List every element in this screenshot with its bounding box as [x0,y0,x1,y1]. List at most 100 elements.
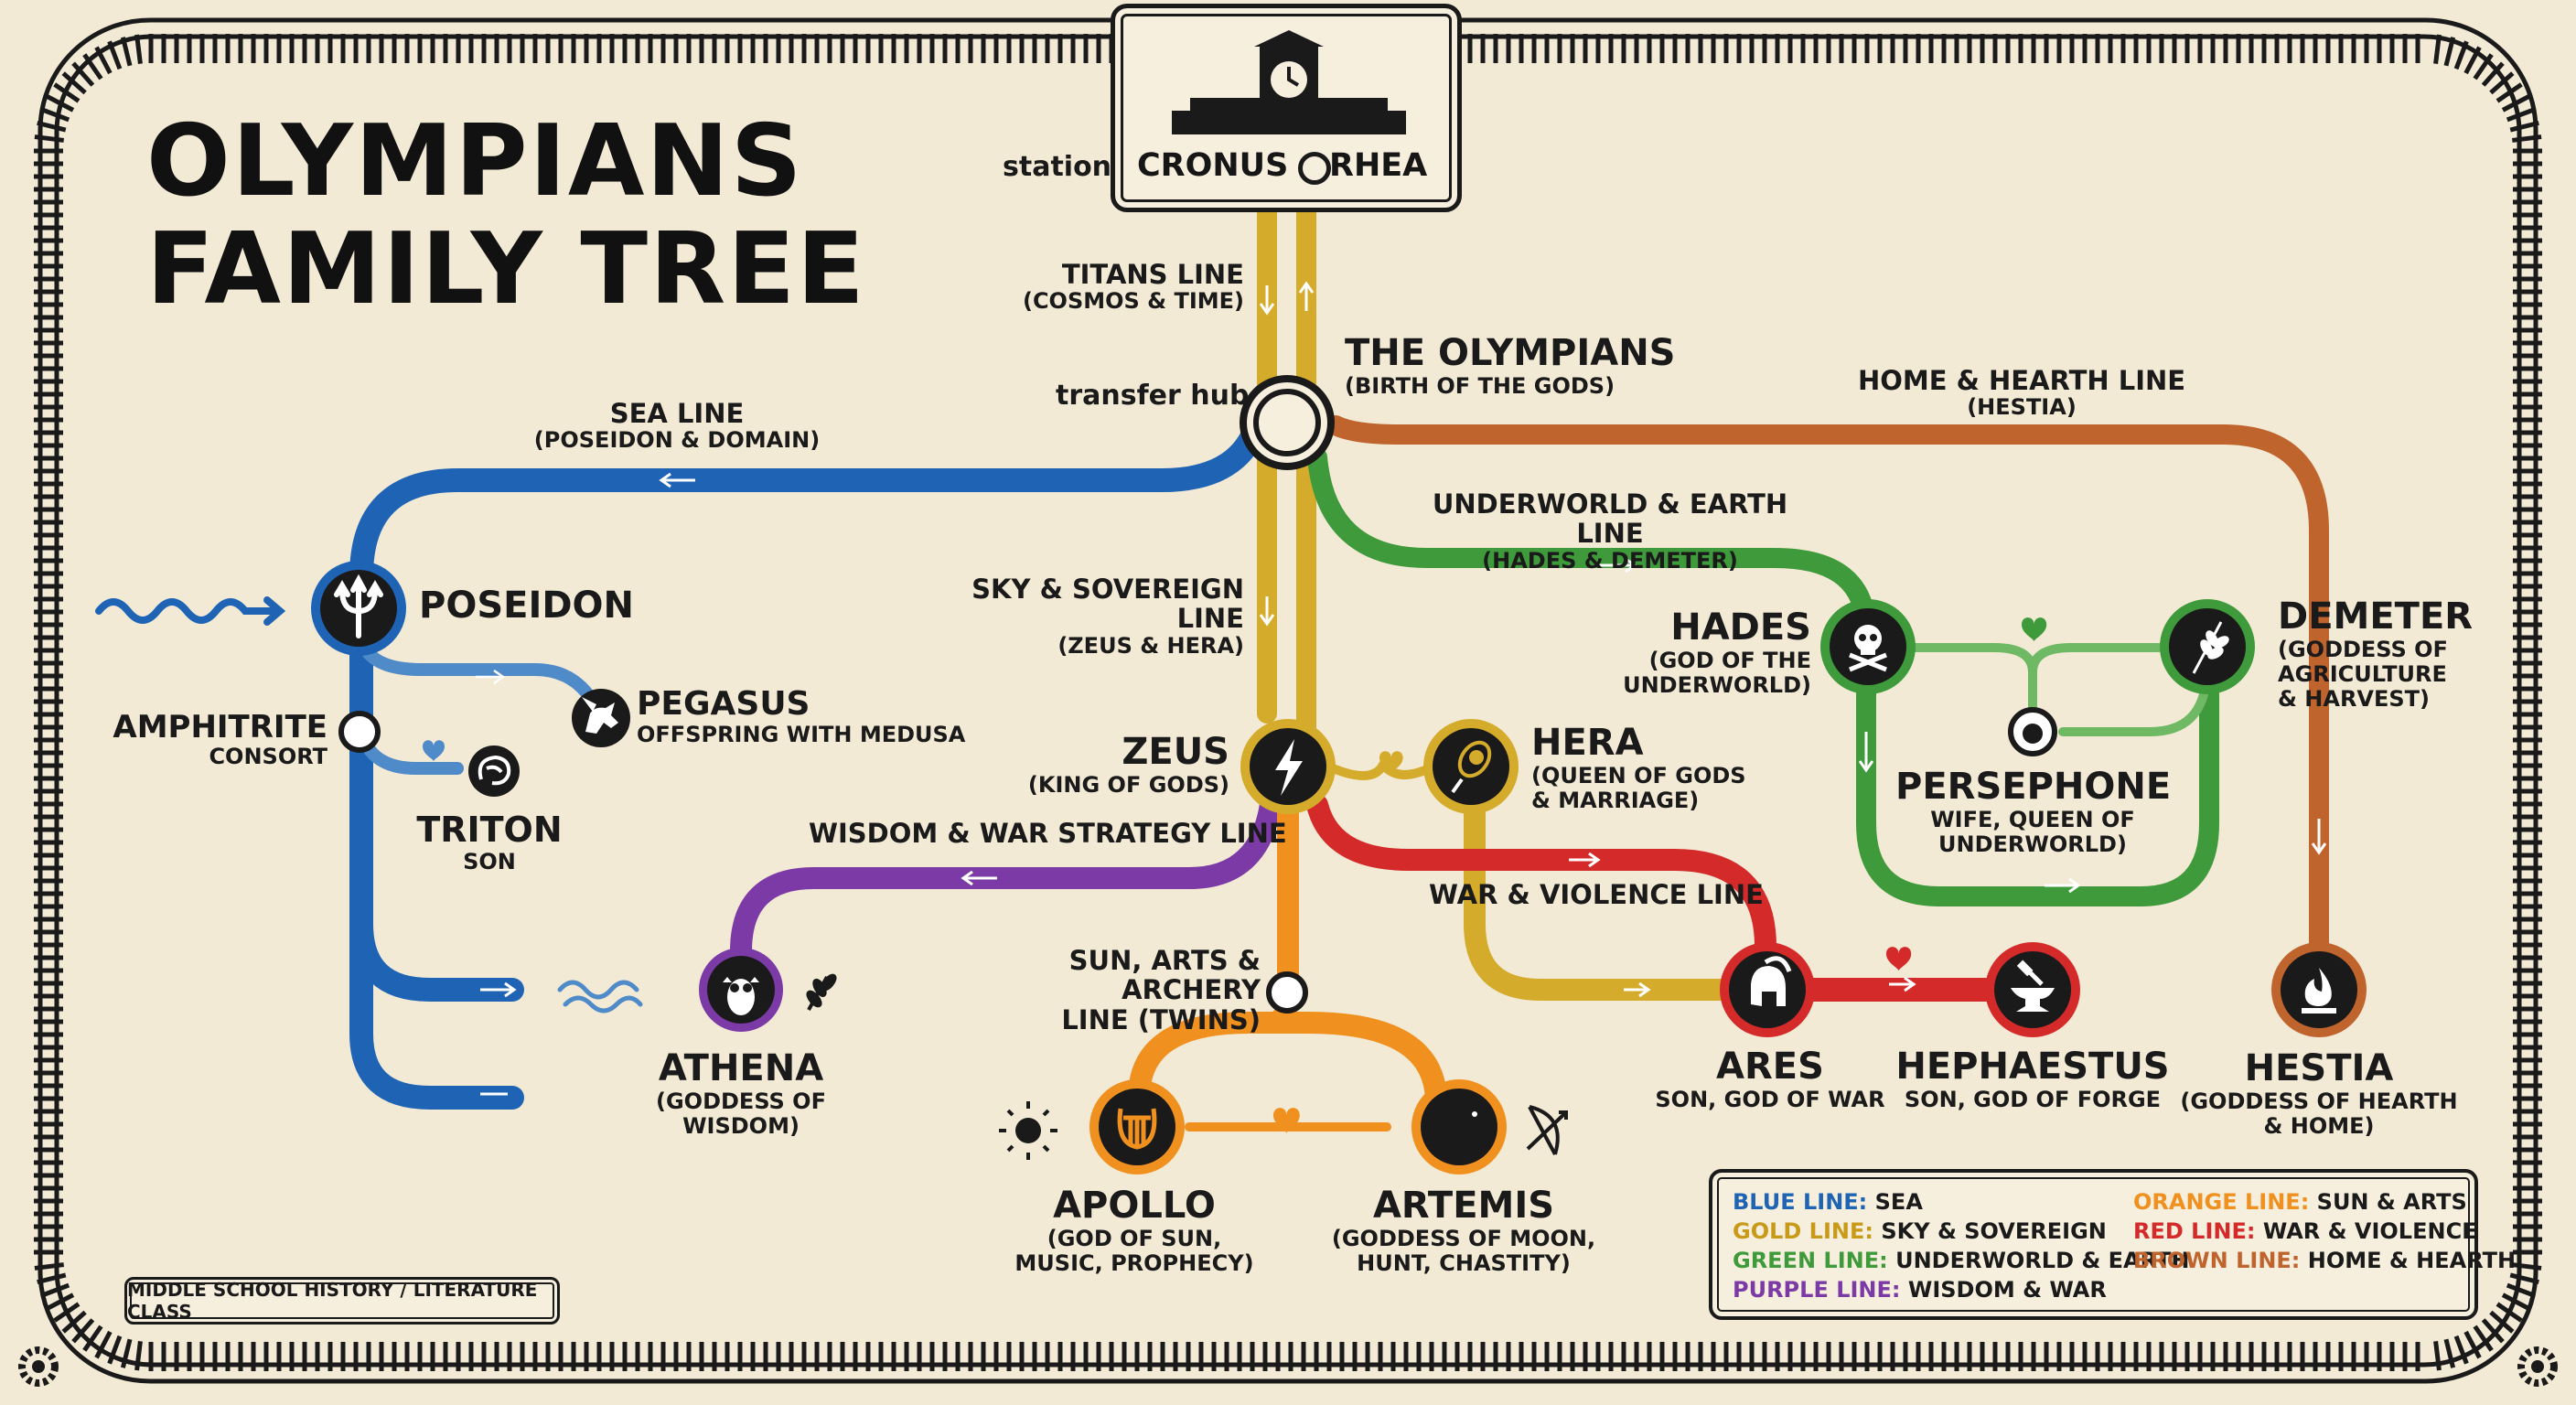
persephone-station[interactable] [2008,707,2057,756]
blue-line-sea [349,418,1267,1110]
hearth-line-label: HOME & HEARTH LINE (HESTIA) [1857,365,2186,421]
sun-icon [999,1101,1057,1160]
spartan-helmet-icon [1751,956,1792,1006]
legend-value: WAR & VIOLENCE [2262,1218,2477,1244]
sun-arts-transfer-station[interactable] [1266,971,1308,1014]
heart-icon [423,740,445,762]
origin-station-sign[interactable]: CRONUS RHEA [1111,4,1462,212]
legend-key: PURPLE LINE: [1733,1277,1901,1303]
athena-label: ATHENA (GODDESS OF WISDOM) [656,1047,826,1139]
title-line-1: OLYMPIANS [146,104,804,219]
poseidon-station[interactable] [311,561,406,656]
pegasus-station[interactable] [572,689,630,747]
poseidon-label: POSEIDON [419,585,635,627]
gold-link-zeus-hera [1320,760,1441,780]
title-line-2: FAMILY TREE [146,212,866,327]
heart-icon [1886,947,1912,971]
conch-shell-icon [478,755,511,786]
clock-tower-icon [1172,30,1406,134]
legend-key: BROWN LINE: [2133,1248,2301,1273]
legend-value: SKY & SOVEREIGN [1881,1218,2107,1244]
hub-label: THE OLYMPIANS (BIRTH OF THE GODS) [1345,332,1676,399]
transfer-hub-station[interactable] [1240,375,1335,470]
demeter-label: DEMETER (GODDESS OF AGRICULTURE & HARVES… [2278,595,2474,712]
apollo-station[interactable] [1089,1079,1185,1174]
station-junction-circle [1298,152,1331,185]
persephone-label: PERSEPHONE WIFE, QUEEN OF UNDERWORLD) [1895,766,2172,857]
hades-label: HADES (GOD OF THE UNDERWORLD) [1623,606,1811,698]
sea-line-label: SEA LINE (POSEIDON & DOMAIN) [533,398,821,454]
legend-value: UNDERWORLD & EARTH [1895,1248,2190,1273]
trident-icon [334,574,383,638]
underworld-line-label: UNDERWORLD & EARTH LINE (HADES & DEMETER… [1432,488,1788,574]
legend-value: SUN & ARTS [2316,1189,2467,1215]
legend-item-gold: GOLD LINE: SKY & SOVEREIGN [1733,1218,2107,1244]
pomegranate-icon [2023,724,2043,744]
pegasus-label: PEGASUS OFFSPRING WITH MEDUSA [637,685,966,748]
wave-icon [95,598,278,624]
heart-icon [1273,1108,1300,1133]
hestia-label: HESTIA (GODDESS OF HEARTH & HOME) [2180,1047,2458,1139]
apollo-label: APOLLO (GOD OF SUN, MUSIC, PROPHECY) [1014,1185,1254,1276]
green-line-underworld-loop [1856,667,2219,906]
legend-item-blue: BLUE LINE: SEA [1733,1189,1923,1215]
heart-icon [2022,617,2047,642]
transfer-hub-caption: transfer hub [1056,380,1250,412]
legend-key: BLUE LINE: [1733,1189,1868,1215]
olive-branch-icon [806,973,837,1011]
sky-line-label: SKY & SOVEREIGN LINE (ZEUS & HERA) [971,574,1244,659]
triton-station[interactable] [468,745,520,797]
artemis-station[interactable] [1411,1079,1507,1174]
lightning-bolt-icon [1275,739,1303,796]
hera-station[interactable] [1423,719,1519,814]
direction-arrows [476,281,2327,1096]
artemis-label: ARTEMIS (GODDESS OF MOON, HUNT, CHASTITY… [1331,1185,1596,1276]
ares-station[interactable] [1720,942,1815,1037]
triton-label: TRITON SON [416,810,563,874]
sun-line-label: SUN, ARTS & ARCHERY LINE (TWINS) [1061,945,1261,1035]
legend-key: RED LINE: [2133,1218,2256,1244]
bow-arrow-icon [1526,1105,1568,1155]
green-line-underworld [1307,447,1876,641]
green-link-hades-demeter [1907,643,2163,716]
legend-key: GOLD LINE: [1733,1218,1873,1244]
hephaestus-station[interactable] [1985,942,2080,1037]
wave-arrowhead-icon [263,596,286,626]
war-line-label: WAR & VIOLENCE LINE [1429,879,1764,910]
blue-branch-athena [349,912,524,1002]
legend-value: WISDOM & WAR [1907,1277,2107,1303]
demeter-station[interactable] [2160,599,2255,694]
titans-line-label: TITANS LINE (COSMOS & TIME) [1022,259,1244,315]
class-badge: MIDDLE SCHOOL HISTORY / LITERATURE CLASS [124,1277,560,1325]
legend-key: ORANGE LINE: [2133,1189,2310,1215]
zeus-label: ZEUS (KING OF GODS) [1027,731,1229,798]
legend-value: SEA [1874,1189,1923,1215]
blue-branch-pegasus [355,634,601,711]
legend-item-orange: ORANGE LINE: SUN & ARTS [2133,1189,2467,1215]
pegasus-icon [582,697,618,734]
gear-icon [18,1346,59,1387]
peacock-feather-icon [1451,740,1492,794]
red-line-war [1306,794,1776,967]
ares-label: ARES SON, GOD OF WAR [1655,1046,1885,1112]
wisdom-line-label: WISDOM & WAR STRATEGY LINE [809,818,1287,849]
amphitrite-station[interactable] [338,711,381,753]
athena-station[interactable] [699,948,783,1032]
hephaestus-label: HEPHAESTUS SON, GOD OF FORGE [1895,1046,2170,1112]
zeus-station[interactable] [1240,719,1336,814]
skull-crossbones-icon [1849,625,1887,672]
orange-branch-artemis [1261,1012,1447,1113]
hades-station[interactable] [1820,599,1916,694]
wheat-icon [2192,621,2229,674]
line-legend: BLUE LINE: SEA GOLD LINE: SKY & SOVEREIG… [1709,1169,2516,1320]
hestia-station[interactable] [2271,942,2367,1037]
legend-item-green: GREEN LINE: UNDERWORLD & EARTH [1733,1248,2190,1273]
legend-item-purple: PURPLE LINE: WISDOM & WAR [1733,1277,2107,1303]
wave-icon [557,980,643,1014]
flame-icon [2302,968,2336,1014]
brown-line-hearth [1326,415,2329,952]
gold-line-hera [1464,757,1804,1001]
station-name-rhea: RHEA [1329,147,1428,184]
heart-icon [1379,751,1403,774]
